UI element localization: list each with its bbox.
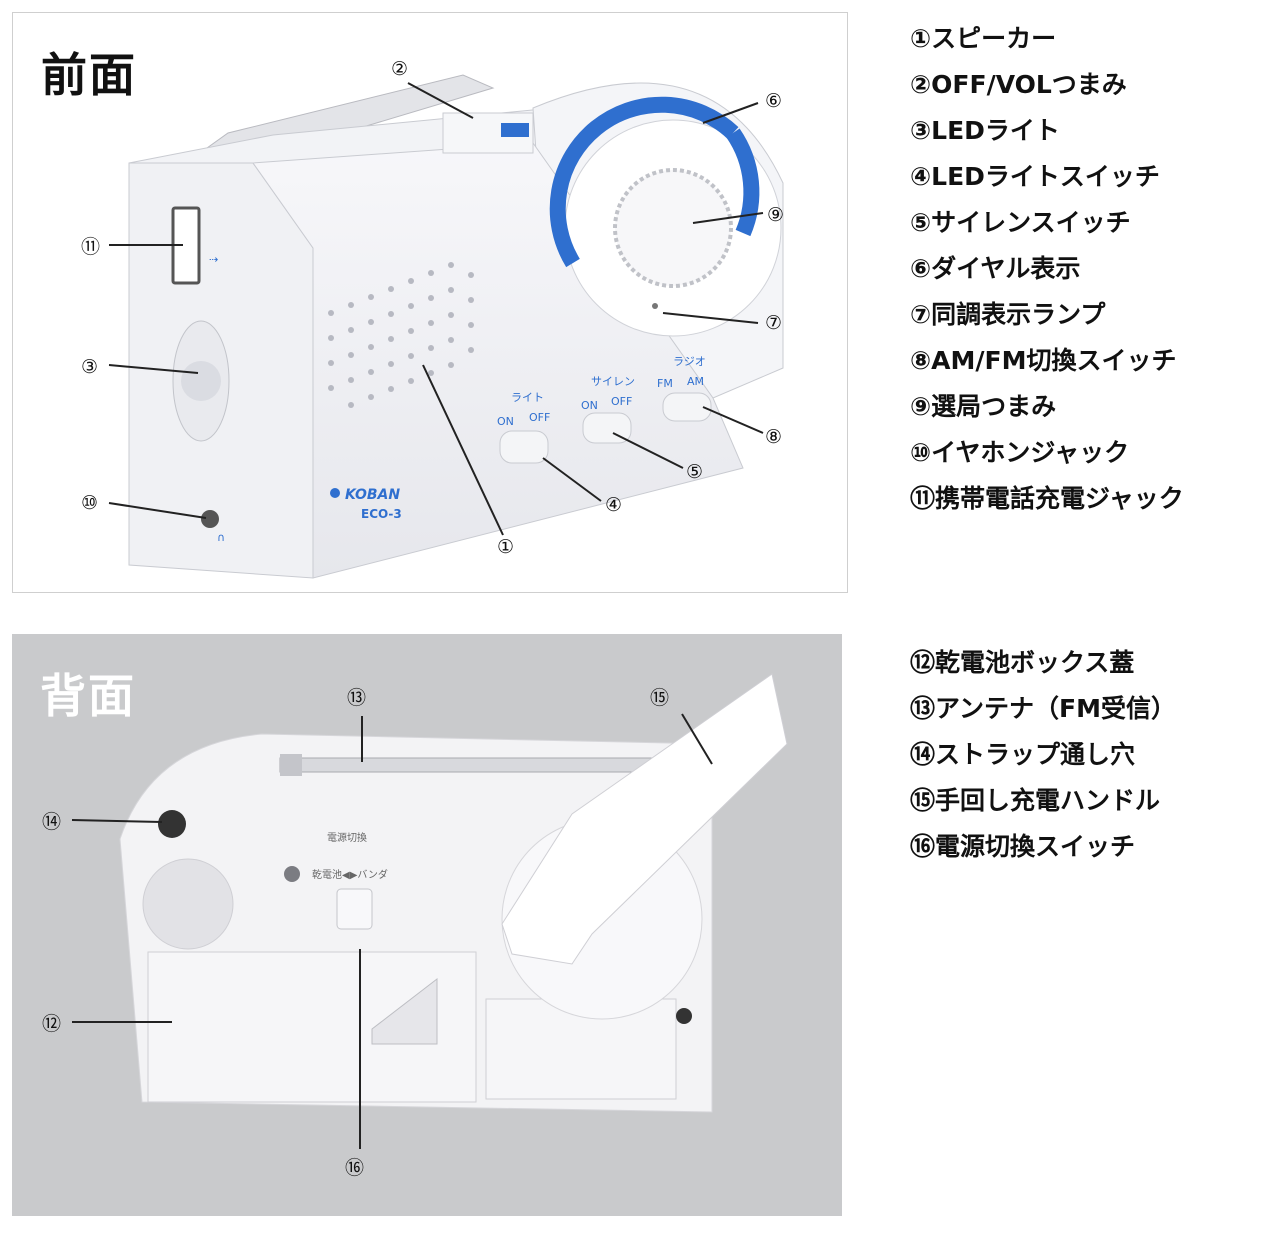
callout-15: ⑮ bbox=[650, 687, 669, 709]
callout-12: ⑫ bbox=[42, 1013, 61, 1035]
hand-crank-charging-handle[interactable] bbox=[501, 673, 788, 965]
callout-7: ⑦ bbox=[765, 312, 782, 334]
legend-item: ⑫乾電池ボックス蓋 bbox=[910, 648, 1135, 677]
back-legend: ⑫乾電池ボックス蓋 ⑬アンテナ（FM受信） ⑭ストラップ通し穴 ⑮手回し充電ハン… bbox=[910, 640, 1176, 870]
svg-text:∩: ∩ bbox=[217, 531, 225, 544]
back-radio-illustration: 電源切換 乾電池◀▶バンダ ⑬ ⑮ ⑭ ⑫ ⑯ bbox=[42, 673, 788, 1179]
siren-switch-label: サイレン bbox=[591, 375, 635, 388]
back-callout-numbers: ⑬ ⑮ ⑭ ⑫ ⑯ bbox=[42, 687, 669, 1179]
legend-item: ③LEDライト bbox=[910, 116, 1060, 145]
model-name: ECO-3 bbox=[361, 507, 402, 521]
front-view-panel: 前面 ⇢ bbox=[12, 12, 848, 593]
legend-item: ⑮手回し充電ハンドル bbox=[910, 786, 1161, 815]
callout-14: ⑭ bbox=[42, 811, 61, 833]
legend-item: ⑭ストラップ通し穴 bbox=[910, 740, 1136, 769]
callout-10: ⑩ bbox=[81, 492, 98, 514]
callout-1: ① bbox=[497, 536, 514, 558]
callout-9: ⑨ bbox=[767, 204, 784, 226]
legend-item: ⑬アンテナ（FM受信） bbox=[910, 694, 1176, 723]
front-view-title: 前面 bbox=[41, 48, 137, 102]
fm-antenna bbox=[279, 757, 661, 773]
legend-item: ⑤サイレンスイッチ bbox=[910, 208, 1131, 237]
am-fm-switch[interactable] bbox=[662, 392, 712, 422]
am-label: AM bbox=[687, 375, 704, 388]
callout-2: ② bbox=[391, 58, 408, 80]
radio-switch-label: ラジオ bbox=[673, 355, 706, 368]
power-switch-caption: 電源切換 bbox=[327, 831, 367, 844]
legend-item: ⑪携帯電話充電ジャック bbox=[910, 484, 1184, 513]
legend-item: ②OFF/VOLつまみ bbox=[910, 70, 1127, 99]
callout-6: ⑥ bbox=[765, 90, 782, 112]
svg-text:⇢: ⇢ bbox=[209, 253, 218, 266]
light-off-label: OFF bbox=[529, 411, 550, 424]
tuning-lamp bbox=[652, 303, 658, 309]
legend-item: ⑥ダイヤル表示 bbox=[910, 254, 1081, 283]
light-switch-label: ライト bbox=[511, 391, 544, 404]
siren-off-label: OFF bbox=[611, 395, 632, 408]
callout-3: ③ bbox=[81, 356, 98, 378]
legend-item: ①スピーカー bbox=[910, 24, 1057, 53]
callout-leader-lines bbox=[108, 82, 764, 536]
back-view-panel: 背面 電源切換 乾電池◀▶バンダ ⑬ ⑮ bbox=[12, 634, 842, 1216]
power-source-switch[interactable] bbox=[336, 888, 373, 930]
legend-item: ⑯電源切換スイッチ bbox=[910, 832, 1136, 861]
power-switch-label: 乾電池◀▶バンダ bbox=[312, 868, 388, 881]
back-callout-leader-lines bbox=[71, 713, 713, 1149]
legend-item: ④LEDライトスイッチ bbox=[910, 162, 1160, 191]
earphone-jack[interactable] bbox=[201, 510, 219, 528]
back-view-title: 背面 bbox=[40, 669, 136, 723]
strap-hole bbox=[158, 810, 186, 838]
back-recess bbox=[142, 858, 234, 950]
front-radio-illustration: ⇢ ∩ KOBAN ECO-3 ライト ON OFF サイレン ON OFF ラ… bbox=[81, 58, 784, 579]
callout-11: ⑪ bbox=[81, 236, 100, 258]
legend-item: ⑧AM/FM切換スイッチ bbox=[910, 346, 1177, 375]
callout-16: ⑯ bbox=[345, 1157, 364, 1179]
callout-4: ④ bbox=[605, 494, 622, 516]
callout-13: ⑬ bbox=[347, 687, 366, 709]
tuning-knob[interactable] bbox=[613, 168, 733, 288]
legend-item: ⑨選局つまみ bbox=[910, 392, 1057, 421]
callout-8: ⑧ bbox=[765, 426, 782, 448]
light-on-label: ON bbox=[497, 415, 514, 428]
legend-item: ⑩イヤホンジャック bbox=[910, 438, 1130, 467]
siren-on-label: ON bbox=[581, 399, 598, 412]
legend-item: ⑦同調表示ランプ bbox=[910, 300, 1106, 329]
led-light-switch[interactable] bbox=[499, 430, 549, 464]
front-callout-numbers: ② ⑥ ⑪ ⑨ ③ ⑦ ⑧ ⑤ ⑩ ④ ① bbox=[81, 58, 784, 558]
fm-label: FM bbox=[657, 377, 673, 390]
callout-5: ⑤ bbox=[686, 461, 703, 483]
speaker-grille bbox=[328, 262, 474, 408]
brand-logo: KOBAN bbox=[345, 487, 400, 503]
front-legend: ①スピーカー ②OFF/VOLつまみ ③LEDライト ④LEDライトスイッチ ⑤… bbox=[910, 16, 1184, 522]
